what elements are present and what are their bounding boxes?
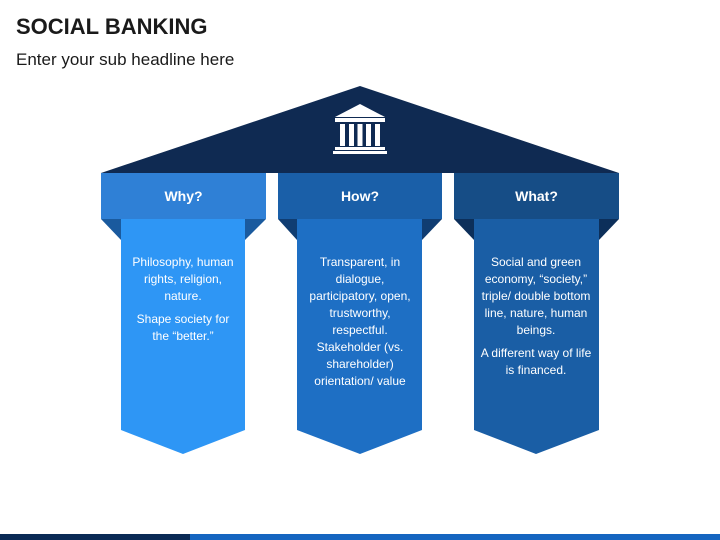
column-what-head — [454, 173, 619, 219]
column-why-paragraph: Shape society for the “better.” — [136, 312, 230, 343]
slide-subtitle: Enter your sub headline here — [16, 50, 235, 69]
column-what-body — [474, 219, 599, 454]
column-what-heading: What? — [515, 188, 558, 204]
column-what — [454, 173, 619, 454]
column-how-body — [297, 219, 422, 454]
column-how — [278, 173, 442, 454]
bank-building-icon — [333, 104, 387, 154]
column-why-shadow — [101, 219, 121, 240]
slide-title: SOCIAL BANKING — [16, 14, 208, 39]
column-what-paragraph: Social and green economy, “society,” tri… — [481, 255, 591, 337]
column-what-paragraph: A different way of life is financed. — [480, 346, 592, 377]
column-why-heading: Why? — [164, 188, 203, 204]
footer-bar — [0, 534, 720, 540]
column-how-heading: How? — [340, 188, 380, 204]
column-how-text: Transparent, in dialogue, participatory,… — [304, 254, 416, 396]
column-why — [101, 173, 266, 454]
column-how-paragraph: Transparent, in dialogue, participatory,… — [309, 255, 411, 388]
column-why-head — [101, 173, 266, 219]
column-why-text: Philosophy, human rights, religion, natu… — [127, 254, 239, 351]
column-why-body — [121, 219, 245, 454]
column-why-paragraph: Philosophy, human rights, religion, natu… — [132, 255, 234, 303]
column-how-head — [278, 173, 442, 219]
column-what-text: Social and green economy, “society,” tri… — [480, 254, 592, 385]
